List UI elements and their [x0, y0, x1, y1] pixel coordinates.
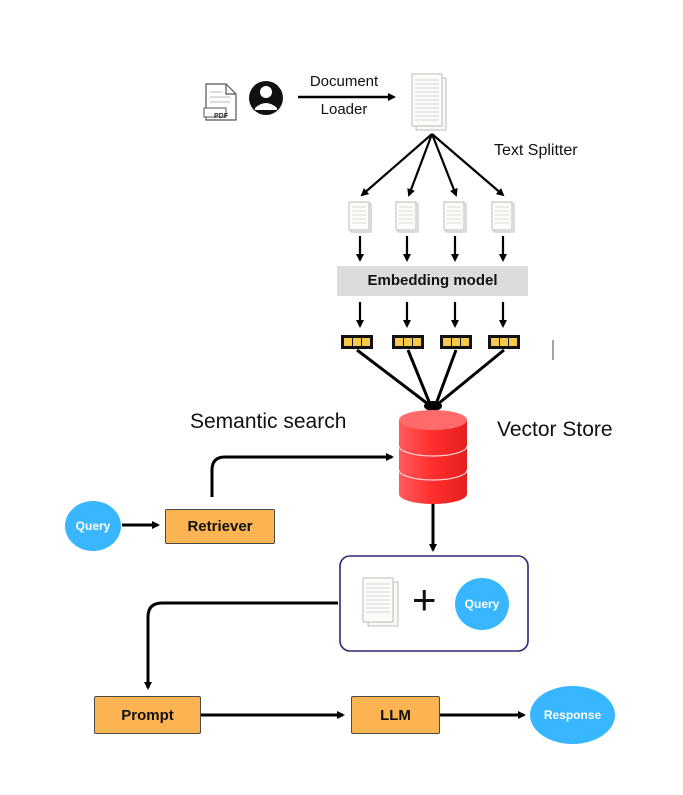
llm-box: LLM [351, 696, 440, 734]
semantic-search-label: Semantic search [190, 410, 347, 433]
document-loader-label-line1: Document [309, 73, 379, 90]
embedding-to-vector-arrows [356, 302, 507, 328]
chunk-doc-icons [348, 201, 515, 233]
retriever-box: Retriever [165, 509, 275, 544]
semantic-search-arrow [210, 453, 394, 497]
prompt-box: Prompt [94, 696, 201, 734]
embedding-model-bar [337, 266, 528, 296]
splitter-arrows [360, 133, 505, 197]
user-icon [249, 81, 283, 115]
vectors-to-store-lines [356, 348, 505, 406]
document-stack-icon [411, 73, 447, 131]
vector-store-icon [398, 410, 468, 504]
embedding-model-label: Embedding model [367, 272, 498, 289]
document-loader-label-line2: Loader [320, 101, 368, 118]
query-context-circle: Query [455, 578, 509, 630]
query-input-circle: Query [65, 501, 121, 551]
context-to-prompt-arrow [144, 601, 338, 690]
plus-sign: + [412, 576, 437, 623]
pdf-file-icon [203, 83, 237, 121]
chunk-to-embedding-arrows [356, 236, 507, 262]
context-doc-icon [362, 577, 399, 627]
vector-chip-icons [341, 335, 520, 349]
vector-store-label: Vector Store [497, 418, 613, 441]
text-splitter-label: Text Splitter [494, 142, 578, 159]
pdf-label: PDF [214, 113, 228, 120]
response-circle: Response [530, 686, 615, 744]
